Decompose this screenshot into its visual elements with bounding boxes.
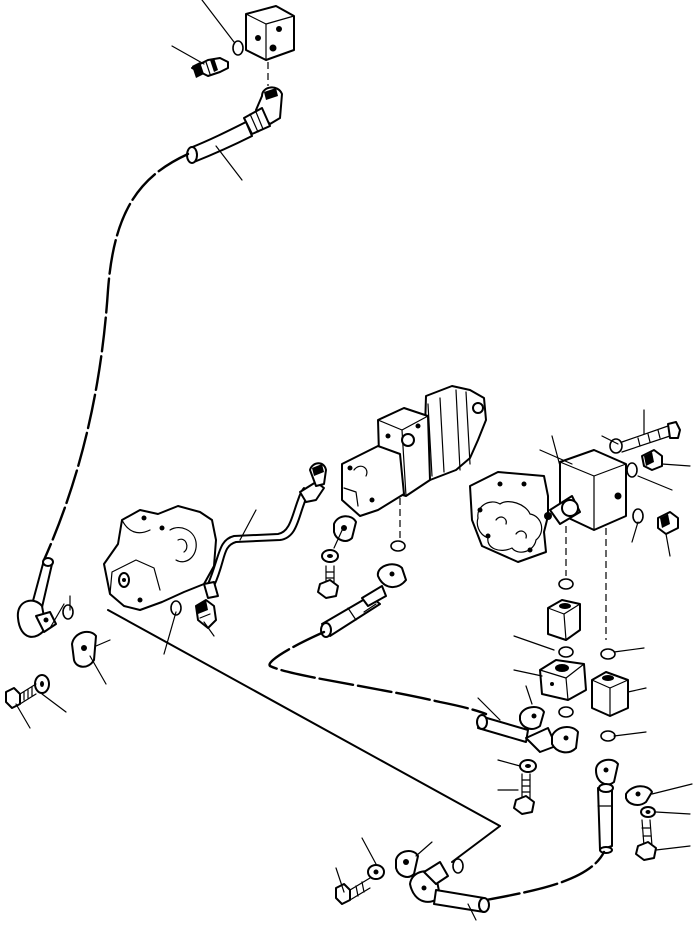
- mid-hose-end: [320, 563, 407, 638]
- right-oring-c: [558, 648, 616, 742]
- right-lower-flange: [625, 785, 653, 806]
- right-oring-b: [558, 646, 574, 658]
- right-valve-block: [544, 449, 627, 531]
- lower-mid-washer: [519, 759, 537, 773]
- center-pump: [103, 505, 217, 611]
- right-valve-oring-side: [626, 462, 644, 524]
- left-split-flange: [71, 630, 97, 668]
- left-oring: [62, 604, 74, 620]
- top-straight-fitting: [191, 57, 229, 78]
- left-washer: [34, 674, 50, 694]
- tube-end-fitting-lower: [203, 581, 219, 599]
- center-elbow-small: [195, 599, 217, 629]
- middle-hose: [268, 630, 488, 716]
- right-mount-plate: [469, 471, 549, 563]
- top-oring: [232, 40, 244, 56]
- right-valve-plug-bottom: [657, 511, 679, 535]
- top-elbow-fitting: [243, 86, 283, 135]
- motor-housing: [341, 385, 487, 517]
- mid-bolt: [317, 565, 339, 599]
- right-flange-block-lower: [539, 659, 587, 701]
- top-valve-block: [245, 5, 295, 61]
- right-valve-plug-top: [641, 449, 663, 471]
- right-lower-bolt: [635, 819, 657, 861]
- right-flange-block-side: [591, 671, 629, 717]
- center-oring: [170, 600, 182, 616]
- bottom-washer: [367, 864, 385, 880]
- right-lower-washer: [640, 806, 656, 818]
- long-hose-center-bottom: [107, 609, 501, 827]
- bottom-hose-end: [409, 861, 490, 913]
- right-flange-block-upper: [547, 599, 581, 641]
- long-hose-left: [42, 152, 190, 562]
- left-bolt: [5, 683, 37, 709]
- bottom-hose: [484, 850, 606, 902]
- right-lower-hose: [595, 758, 619, 854]
- bottom-bolt: [335, 877, 371, 905]
- bottom-split-flange: [395, 850, 419, 878]
- bottom-oring: [452, 858, 464, 874]
- motor-oring: [390, 540, 406, 552]
- top-hose-end: [186, 121, 253, 164]
- mid-washer: [321, 549, 339, 563]
- left-hose-end: [16, 557, 57, 638]
- mid-split-flange: [333, 515, 357, 542]
- lower-mid-bolt: [513, 773, 535, 815]
- tube-upper-elbow: [299, 462, 327, 503]
- callout-leaders: [15, 0, 693, 921]
- right-valve-long-bolt: [609, 421, 681, 454]
- lower-mid-hose-fitting: [476, 706, 579, 754]
- right-oring-a: [558, 578, 574, 590]
